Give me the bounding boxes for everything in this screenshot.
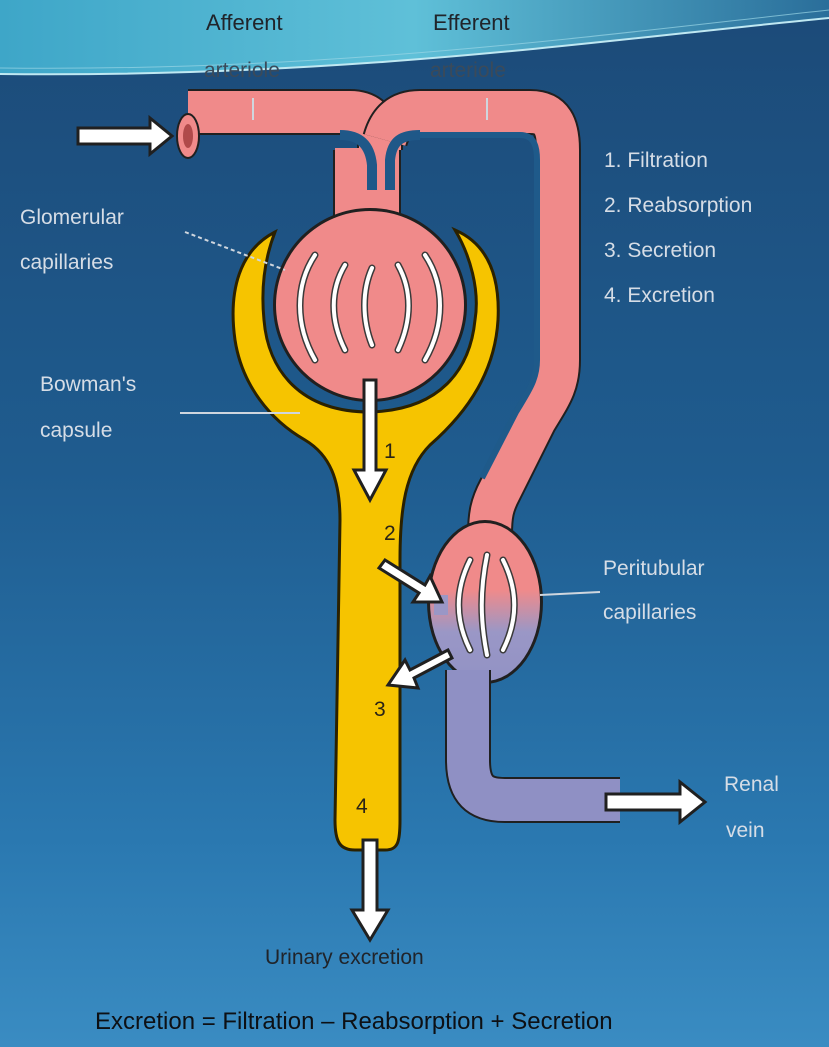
bowmans-label-line2: capsule	[40, 418, 112, 444]
efferent-label-line2: arteriole	[430, 58, 506, 84]
renal-vein-label-line1: Renal	[724, 772, 779, 798]
afferent-label-line2: arteriole	[204, 58, 280, 84]
glomerular-label-line1: Glomerular	[20, 205, 124, 231]
glomerular-label-line2: capillaries	[20, 250, 113, 276]
legend-item-excretion: 4. Excretion	[604, 283, 715, 309]
renal-vein-label-line2: vein	[726, 818, 765, 844]
step-number-reabsorption: 2	[384, 522, 396, 546]
step-number-secretion: 3	[374, 698, 386, 722]
legend-item-secretion: 3. Secretion	[604, 238, 716, 264]
peritubular-capillaries	[427, 520, 620, 800]
peritubular-label-line1: Peritubular	[603, 556, 705, 582]
afferent-label-line1: Afferent	[206, 10, 283, 36]
bowmans-label-line1: Bowman's	[40, 372, 136, 398]
urinary-excretion-label: Urinary excretion	[265, 945, 424, 971]
legend-item-reabsorption: 2. Reabsorption	[604, 193, 752, 219]
excretion-equation: Excretion = Filtration – Reabsorption + …	[95, 1008, 613, 1036]
legend-item-filtration: 1. Filtration	[604, 148, 708, 174]
efferent-label-line1: Efferent	[433, 10, 510, 36]
peritubular-label-line2: capillaries	[603, 600, 696, 626]
step-number-excretion: 4	[356, 795, 368, 819]
step-number-filtration: 1	[384, 440, 396, 464]
